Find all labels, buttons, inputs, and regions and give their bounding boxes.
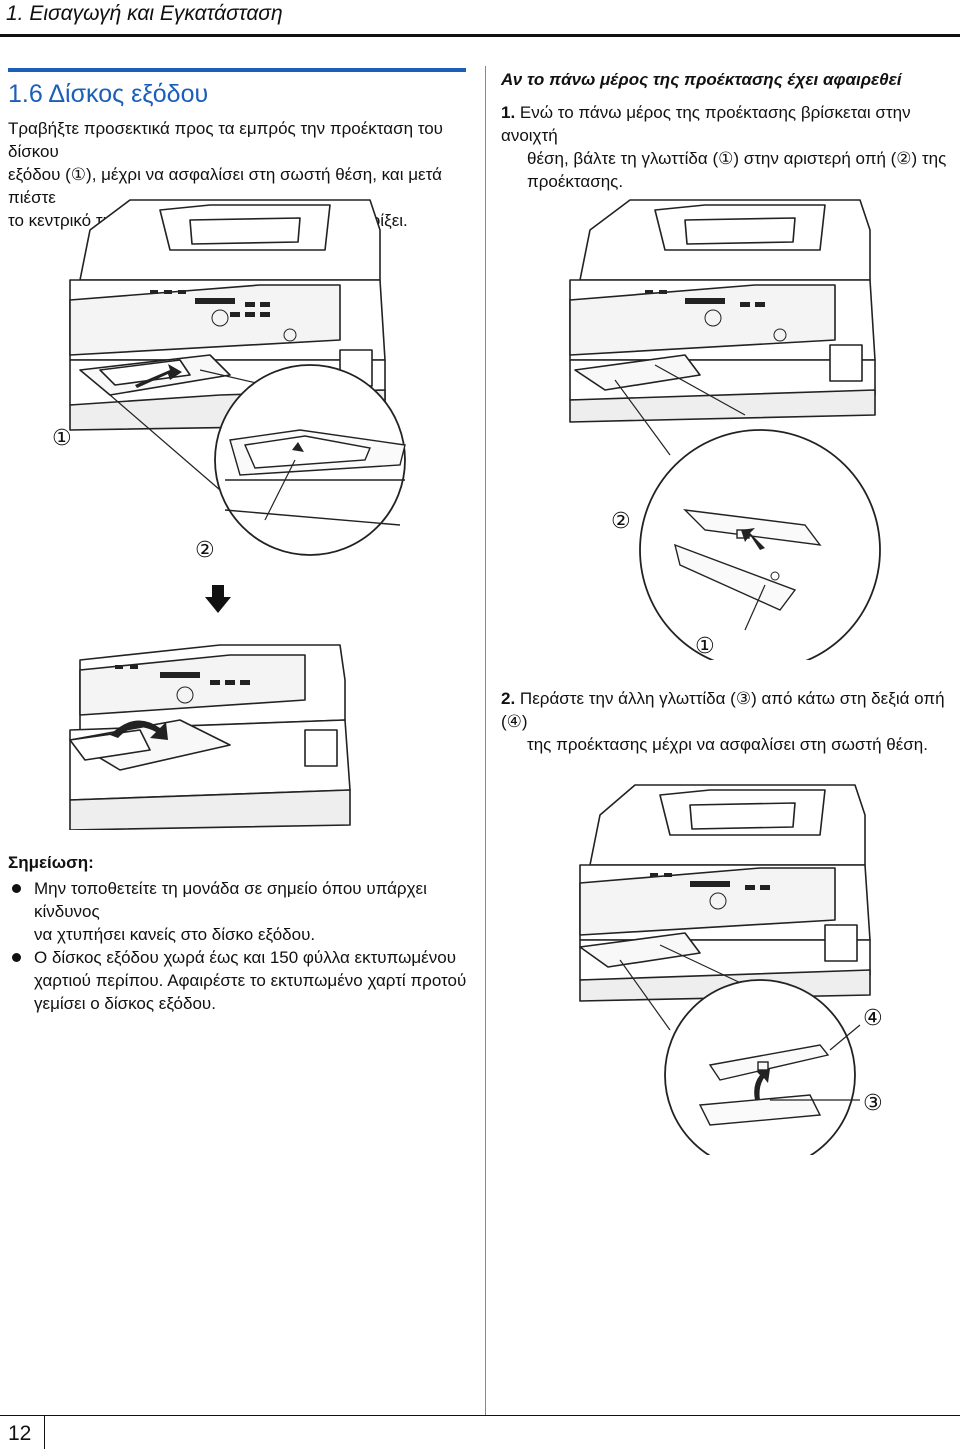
header-rule	[0, 34, 960, 37]
printer-illustration-tray-opened	[69, 644, 351, 830]
note-item: Μην τοποθετείτε τη μονάδα σε σημείο όπου…	[8, 877, 478, 946]
section-rule	[8, 68, 466, 72]
intro-line: Τραβήξτε προσεκτικά προς τα εμπρός την π…	[8, 119, 443, 161]
callout-2: ②	[611, 509, 631, 534]
note-line: χαρτιού περίπου. Αφαιρέστε το εκτυπωμένο…	[34, 971, 467, 990]
down-arrow-icon	[205, 585, 231, 613]
printer-illustration-open-extension: ① ②	[52, 199, 406, 563]
step-number: 1.	[501, 103, 516, 122]
callout-4: ④	[863, 1006, 883, 1031]
callout-3: ③	[863, 1091, 883, 1116]
step-line: θέση, βάλτε τη γλωττίδα (①) στην αριστερ…	[527, 149, 947, 168]
callout-2: ②	[195, 538, 215, 563]
footer-rule	[0, 1415, 960, 1416]
subheading: Αν το πάνω μέρος της προέκτασης έχει αφα…	[501, 70, 902, 89]
note-heading: Σημείωση:	[8, 853, 94, 872]
note-line: Μην τοποθετείτε τη μονάδα σε σημείο όπου…	[34, 879, 427, 921]
page-number: 12	[8, 1422, 32, 1445]
step-1: 1. Ενώ το πάνω μέρος της προέκτασης βρίσ…	[501, 101, 956, 193]
note-item: Ο δίσκος εξόδου χωρά έως και 150 φύλλα ε…	[8, 946, 478, 1015]
step-line: Ενώ το πάνω μέρος της προέκτασης βρίσκετ…	[501, 103, 911, 145]
callout-1: ①	[52, 426, 72, 451]
callout-1: ①	[695, 634, 715, 659]
step-number: 2.	[501, 689, 516, 708]
section-title: 1.6 Δίσκος εξόδου	[8, 80, 209, 108]
step-2: 2. Περάστε την άλλη γλωττίδα (③) από κάτ…	[501, 687, 956, 756]
column-divider	[485, 66, 486, 1416]
note-line: γεμίσει ο δίσκος εξόδου.	[34, 994, 216, 1013]
page-header-title: 1. Εισαγωγή και Εγκατάσταση	[6, 2, 283, 25]
note-line: Ο δίσκος εξόδου χωρά έως και 150 φύλλα ε…	[34, 948, 456, 967]
intro-line: εξόδου (①), μέχρι να ασφαλίσει στη σωστή…	[8, 165, 442, 207]
step-line: της προέκτασης μέχρι να ασφαλίσει στη σω…	[527, 735, 928, 754]
printer-illustration-insert-tab-3: ④ ③	[579, 784, 883, 1155]
bullet-icon	[12, 884, 21, 893]
note-line: να χτυπήσει κανείς στο δίσκο εξόδου.	[34, 925, 316, 944]
printer-illustration-insert-tab-1: ② ①	[569, 199, 881, 660]
step-line: Περάστε την άλλη γλωττίδα (③) από κάτω σ…	[501, 689, 945, 731]
footer-divider	[44, 1415, 45, 1449]
note-list: Μην τοποθετείτε τη μονάδα σε σημείο όπου…	[8, 877, 478, 1015]
step-line: προέκτασης.	[527, 172, 624, 191]
bullet-icon	[12, 953, 21, 962]
